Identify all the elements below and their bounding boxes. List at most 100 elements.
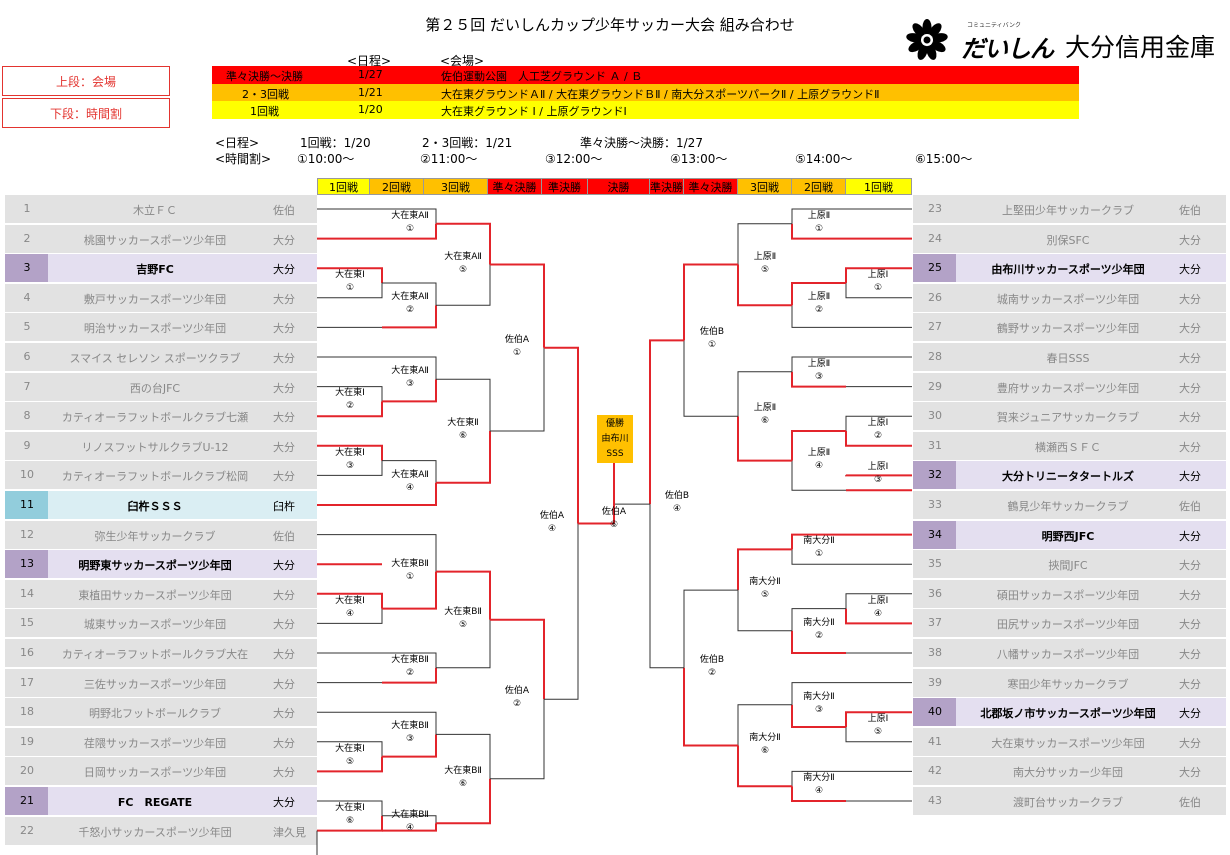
round-header-cell: 3回戦 bbox=[738, 178, 792, 195]
team-number: 43 bbox=[928, 794, 942, 807]
match-time: ④ bbox=[405, 482, 415, 493]
team-number: 20 bbox=[20, 764, 34, 778]
team-number: 41 bbox=[928, 734, 942, 748]
team-number: 7 bbox=[23, 379, 31, 393]
match-time: ⑤ bbox=[345, 756, 355, 767]
match-time: ② bbox=[707, 667, 717, 678]
bracket-line bbox=[791, 682, 846, 705]
bracket-win-line bbox=[317, 592, 383, 609]
match-venue: 大在東AⅡ bbox=[391, 366, 429, 377]
bracket-win-line bbox=[382, 571, 437, 610]
match-label: 大在東AⅡ ③ bbox=[380, 365, 440, 391]
team-number: 4 bbox=[23, 290, 31, 304]
date-round23: 2・3回戦：1/21 bbox=[422, 136, 513, 150]
match-venue: 上原Ⅱ bbox=[753, 251, 777, 262]
team-name: 三佐サッカースポーツ少年団 bbox=[83, 677, 227, 691]
team-number: 21 bbox=[20, 794, 34, 807]
match-time: ② bbox=[873, 431, 883, 441]
match-time: ④ bbox=[814, 460, 824, 471]
bracket-win-line bbox=[845, 267, 912, 283]
match-time: ④ bbox=[814, 786, 824, 797]
team-number: 13 bbox=[20, 557, 34, 571]
team-number: 24 bbox=[928, 231, 942, 245]
match-time: ⑤ bbox=[760, 264, 770, 275]
bracket-win-line bbox=[845, 711, 912, 727]
match-venue: 上原Ⅰ bbox=[867, 418, 889, 428]
bracket-line bbox=[845, 415, 912, 431]
bracket-line bbox=[791, 770, 846, 787]
match-time: ① bbox=[814, 223, 824, 234]
team-region: 大分 bbox=[1179, 736, 1201, 750]
team-region: 大分 bbox=[1179, 233, 1201, 247]
bracket-win-line bbox=[382, 379, 437, 403]
bracket-line bbox=[791, 460, 846, 491]
time-slot-6: ⑥15:00～ bbox=[915, 152, 973, 166]
champion-label: 優勝 bbox=[605, 419, 624, 429]
team-name: 横瀬西ＳＦＣ bbox=[1035, 440, 1101, 454]
match-venue: 上原Ⅰ bbox=[867, 462, 889, 473]
match-venue: 南大分Ⅱ bbox=[803, 617, 835, 628]
match-time: ⑥ bbox=[345, 815, 355, 826]
team-region: 大分 bbox=[273, 381, 295, 395]
match-time: ③ bbox=[405, 379, 415, 390]
team-number-cell bbox=[913, 254, 956, 283]
team-name: 千怒小サッカースポーツ少年団 bbox=[78, 825, 232, 839]
team-region: 大分 bbox=[1179, 618, 1201, 632]
team-name: 北郡坂ノ市サッカースポーツ少年団 bbox=[980, 707, 1156, 721]
team-name: 八幡サッカースポーツ少年団 bbox=[996, 648, 1140, 661]
team-region: 大分 bbox=[1179, 411, 1201, 425]
match-time: ① bbox=[405, 223, 415, 234]
bracket-line bbox=[382, 711, 437, 735]
match-time: ④ bbox=[873, 608, 883, 619]
team-name: 寒田少年サッカークラブ bbox=[1007, 677, 1129, 691]
match-venue: 佐伯A bbox=[504, 686, 530, 697]
team-number: 6 bbox=[23, 350, 31, 363]
match-time: ① bbox=[707, 340, 717, 351]
team-number: 35 bbox=[928, 557, 942, 571]
match-time: ② bbox=[814, 305, 824, 316]
team-region: 大分 bbox=[273, 677, 295, 691]
team-number: 2 bbox=[23, 231, 31, 245]
team-number-cell bbox=[913, 520, 956, 549]
match-time: ① bbox=[873, 283, 883, 293]
match-time: ⑥ bbox=[458, 431, 468, 441]
round-header-cell: 3回戦 bbox=[424, 178, 488, 195]
team-name: 上堅田少年サッカークラブ bbox=[1002, 204, 1134, 217]
team-name: カティオーラフットボールクラブ松岡 bbox=[61, 470, 249, 484]
bracket-win-line bbox=[683, 263, 738, 341]
bracket-line bbox=[436, 733, 491, 779]
page-title: 第２５回 だいしんカップ少年サッカー大会 組み合わせ bbox=[425, 16, 795, 34]
match-venue: 上原Ⅱ bbox=[807, 292, 831, 303]
schedule-round: 2・3回戦 bbox=[242, 88, 289, 101]
bracket-win-line bbox=[544, 346, 579, 524]
round-header-cell: 準決勝 bbox=[542, 178, 588, 195]
team-region: 大分 bbox=[273, 559, 295, 573]
team-region: 大分 bbox=[1179, 263, 1201, 277]
team-number-cell bbox=[913, 698, 956, 727]
round-header-cell: 準々決勝 bbox=[488, 178, 542, 195]
team-name: 由布川サッカースポーツ少年団 bbox=[991, 263, 1145, 277]
team-name: 木立ＦＣ bbox=[133, 204, 177, 217]
team-name: 明野西JFC bbox=[1041, 529, 1095, 543]
schedule-row: 1回戦 1/20 大在東グラウンド Ⅰ / 上原グラウンドⅠ bbox=[212, 101, 1079, 119]
bracket-win-line bbox=[382, 305, 437, 329]
